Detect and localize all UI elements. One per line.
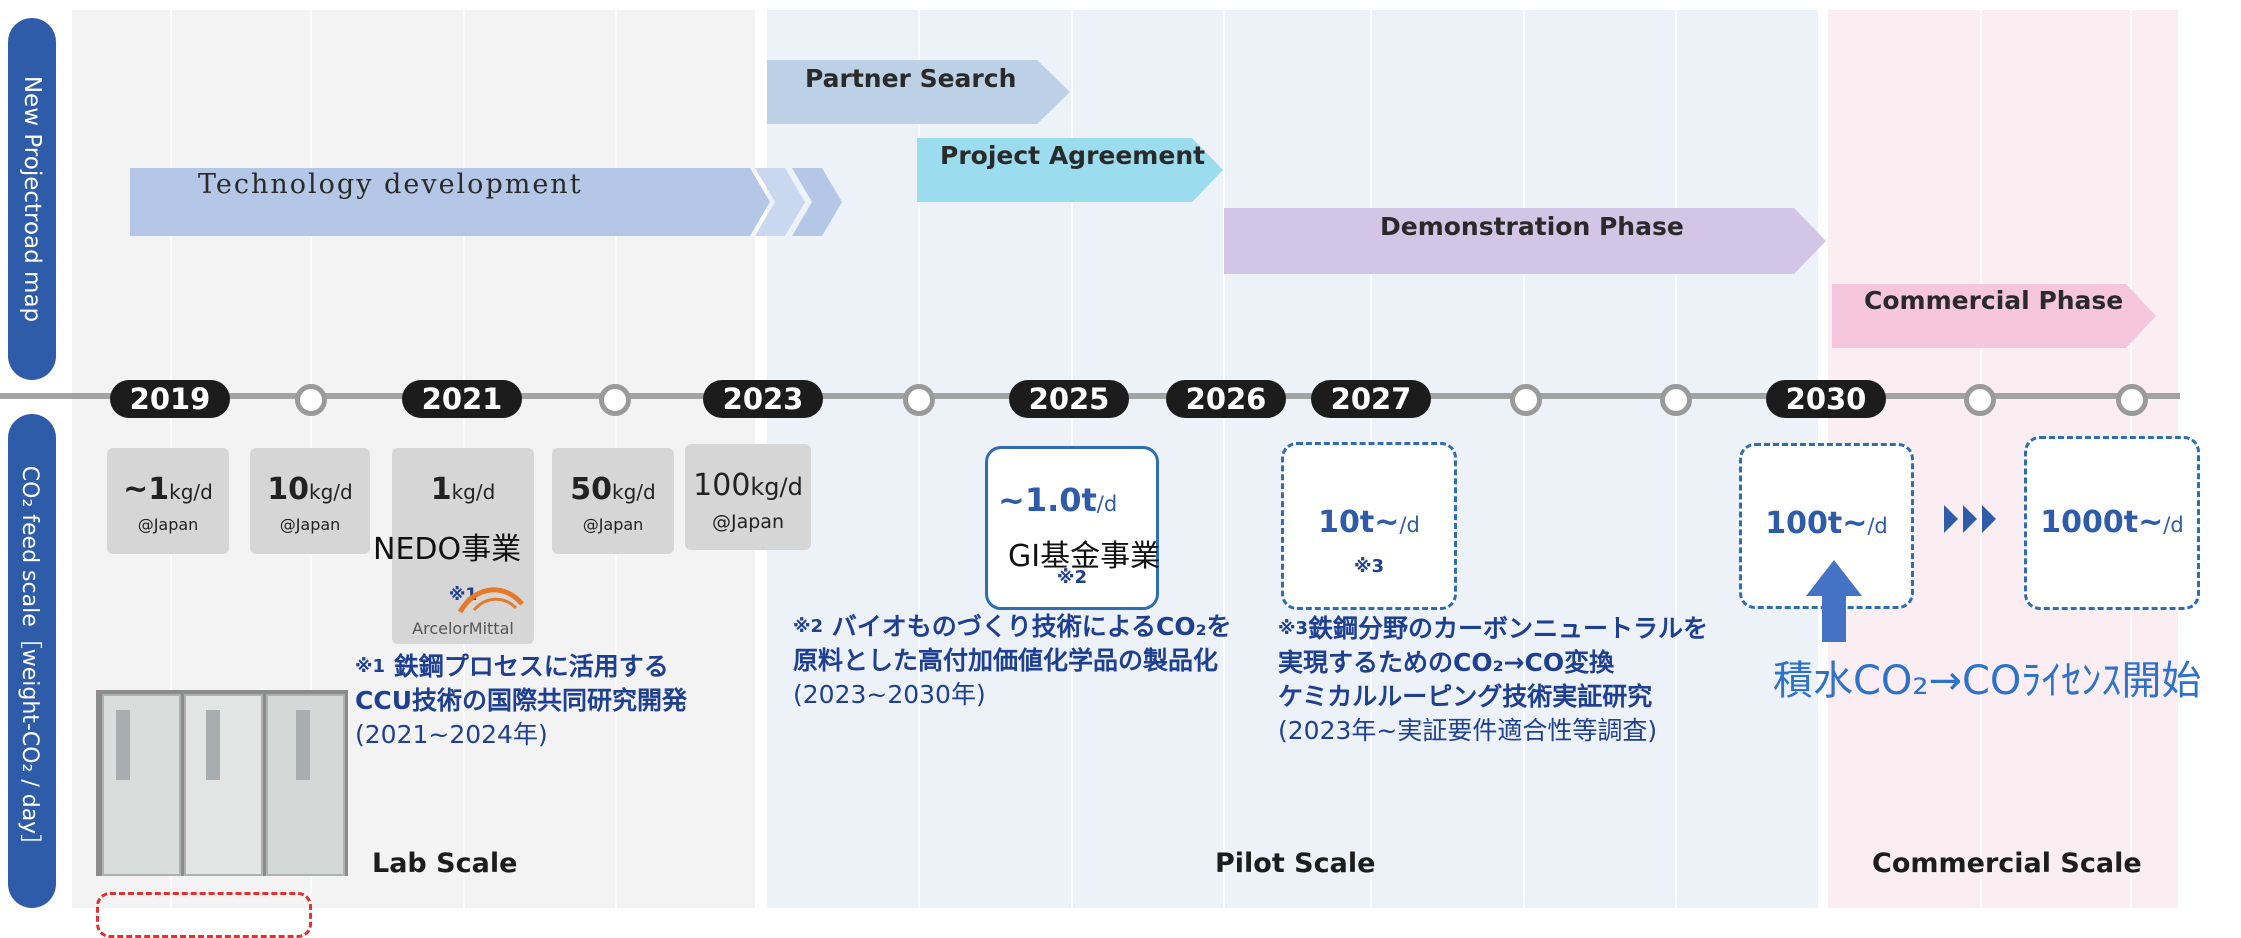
pilot-feed-mark: ※2 — [1056, 567, 1088, 588]
timeline-node — [1660, 384, 1692, 416]
note-3-line2: 実現するためのCO₂→CO変換 — [1278, 648, 1615, 677]
pilot-feed-box-10t: 10t~/d ※3 — [1281, 442, 1457, 610]
feed-unit: kg/d — [451, 480, 496, 504]
note-1-line2: CCU技術の国際共同研究開発 — [355, 686, 687, 715]
year-2030: 2030 — [1766, 380, 1886, 418]
grid-line — [918, 10, 920, 908]
lab-scale-label: Lab Scale — [372, 848, 518, 879]
note-1-line1: 鉄鋼プロセスに活用する — [393, 652, 669, 681]
feed-unit: kg/d — [309, 480, 353, 504]
year-2026: 2026 — [1166, 380, 1286, 418]
license-start-text: 積水CO₂→COﾗｲｾﾝｽ開始 — [1773, 658, 2202, 704]
grid-line — [1523, 10, 1525, 908]
year-2023-text: 2023 — [722, 382, 804, 416]
pilot-feed-mark: ※3 — [1353, 556, 1385, 577]
year-2021-text: 2021 — [421, 382, 503, 416]
pilot-feed-unit: /d — [1096, 492, 1118, 516]
nedo-label: NEDO事業 — [373, 532, 522, 567]
technology-arrow — [130, 168, 842, 236]
feed-value: 1 — [430, 472, 452, 507]
note-1-period: (2021~2024年) — [355, 720, 548, 749]
grid-line — [1980, 10, 1982, 908]
pilot-feed-unit: /d — [1867, 514, 1888, 538]
year-2025: 2025 — [1009, 380, 1129, 418]
timeline-node — [903, 384, 935, 416]
feed-location: @Japan — [582, 515, 644, 534]
year-2030-text: 2030 — [1785, 382, 1867, 416]
feed-location: @Japan — [712, 511, 784, 533]
pilot-feed-value: 10t~ — [1318, 505, 1400, 540]
partner-text: Partner Search — [805, 63, 1017, 93]
feed-location: @Japan — [137, 515, 199, 534]
timeline-node — [1510, 384, 1542, 416]
pilot-feed-value: 1000t~ — [2040, 505, 2164, 540]
year-2027: 2027 — [1311, 380, 1431, 418]
note-1-mark: ※1 — [355, 656, 386, 677]
note-1: ※1 鉄鋼プロセスに活用する CCU技術の国際共同研究開発 (2021~2024… — [355, 650, 687, 752]
roadmap-side-text: New Projectroad map — [19, 75, 46, 323]
year-2023: 2023 — [703, 380, 823, 418]
arcelormittal-logo: ArcelorMittal — [412, 619, 514, 638]
roadmap-side-label: New Projectroad map — [8, 18, 56, 380]
feed-unit: kg/d — [612, 480, 656, 504]
note-3-period: (2023年~実証要件適合性等調査) — [1278, 716, 1658, 745]
year-2026-text: 2026 — [1185, 382, 1267, 416]
technology-text: Technology development — [198, 168, 583, 200]
partner-arrow — [767, 60, 1070, 124]
year-2019: 2019 — [110, 380, 230, 418]
pilot-feed-value: 100t~ — [1765, 506, 1868, 541]
feed-location: @Japan — [279, 515, 341, 534]
red-dashed-box — [96, 892, 312, 938]
pilot-feed-unit: /d — [1399, 513, 1420, 537]
note-3: ※3鉄鋼分野のカーボンニュートラルを 実現するためのCO₂→CO変換 ケミカルル… — [1278, 612, 1708, 748]
feed-box: ~1kg/d @Japan — [107, 448, 229, 554]
timeline-node — [1964, 384, 1996, 416]
demonstration-arrow — [1224, 208, 1826, 274]
timeline-node — [2116, 384, 2148, 416]
feed-value: 10 — [267, 472, 310, 507]
commercial-scale-label: Commercial Scale — [1872, 848, 2142, 879]
pilot-feed-unit: /d — [2163, 513, 2184, 537]
timeline-node — [599, 384, 631, 416]
feed-value: 50 — [570, 472, 613, 507]
note-2-mark: ※2 — [793, 616, 824, 637]
year-2025-text: 2025 — [1028, 382, 1110, 416]
feed-unit: kg/d — [750, 473, 803, 501]
agreement-text: Project Agreement — [940, 140, 1206, 170]
note-2: ※2 バイオものづくり技術によるCO₂を 原料とした高付加価値化学品の製品化 (… — [793, 610, 1232, 712]
feed-box: 50kg/d @Japan — [552, 448, 674, 554]
note-3-mark: ※3 — [1278, 618, 1309, 639]
note-2-line2: 原料とした高付加価値化学品の製品化 — [793, 646, 1219, 675]
pilot-feed-box-1000t: 1000t~/d — [2024, 436, 2200, 610]
triple-chevron-icon — [1944, 505, 1996, 533]
pilot-feed-box-1t: ~1.0t/d ※2 — [985, 446, 1159, 610]
feed-value: ~1 — [123, 472, 170, 507]
year-2027-text: 2027 — [1330, 382, 1412, 416]
feed-value: 100 — [693, 468, 751, 503]
commercial-arrow — [1832, 284, 2156, 348]
gi-fund-label: GI基金事業 — [1008, 539, 1161, 574]
feed-box: 10kg/d @Japan — [250, 448, 370, 554]
year-2019-text: 2019 — [129, 382, 211, 416]
commercial-text: Commercial Phase — [1864, 285, 2124, 315]
agreement-arrow — [917, 138, 1223, 202]
pilot-feed-value: ~1.0t — [998, 481, 1097, 519]
grid-line — [1223, 10, 1225, 908]
pilot-scale-label: Pilot Scale — [1215, 848, 1376, 879]
timeline-node — [295, 384, 327, 416]
arcelormittal-swoosh — [457, 587, 524, 614]
feed-box: 100kg/d @Japan — [685, 444, 811, 550]
up-arrow-icon — [1806, 560, 1862, 642]
note-2-line1: バイオものづくり技術によるCO₂を — [831, 612, 1232, 641]
note-3-line3: ケミカルルーピング技術実証研究 — [1278, 682, 1653, 711]
year-2021: 2021 — [402, 380, 522, 418]
lab-equipment-photo — [96, 690, 348, 876]
note-2-period: (2023~2030年) — [793, 680, 986, 709]
feed-unit: kg/d — [169, 480, 213, 504]
feed-scale-side-label: CO₂ feed scale［weight-CO₂ / day］ — [8, 414, 56, 908]
feed-scale-side-text: CO₂ feed scale［weight-CO₂ / day］ — [17, 465, 42, 857]
demonstration-text: Demonstration Phase — [1380, 211, 1684, 241]
grid-line — [1675, 10, 1677, 908]
note-3-line1: 鉄鋼分野のカーボンニュートラルを — [1308, 614, 1709, 643]
